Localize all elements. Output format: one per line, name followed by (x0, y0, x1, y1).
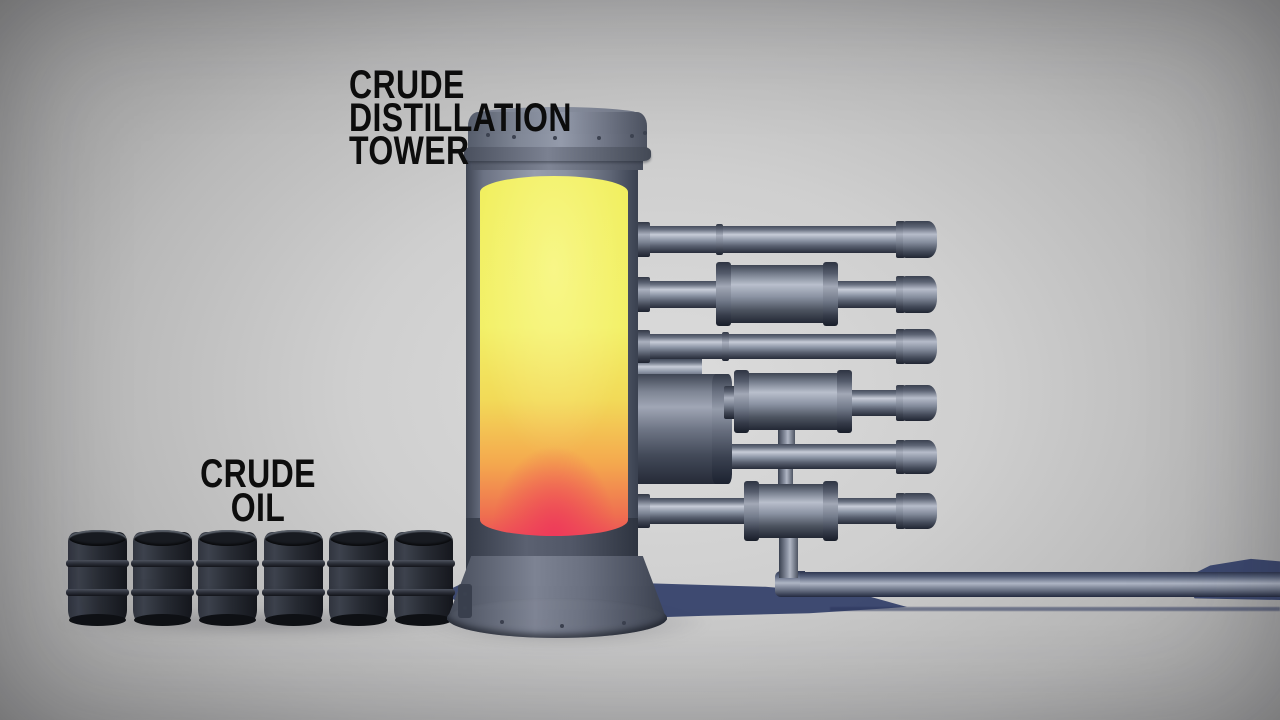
pipe-4-endcap (903, 385, 937, 421)
barrel-bottom (395, 614, 452, 626)
barrel-rib (392, 589, 455, 596)
pipe-5-cap-ring (896, 440, 905, 474)
rivet-dot (643, 131, 647, 135)
oil-barrel (66, 530, 129, 626)
rivet-dot (512, 135, 516, 139)
pipe-1-endcap (903, 221, 937, 258)
pipe-3-endcap (903, 329, 937, 364)
rivet-dot (463, 606, 467, 610)
barrel-rib (326, 589, 390, 596)
crude-oil-label: CRUDE OIL (170, 452, 346, 530)
barrel-top (395, 530, 452, 546)
barrel-rib (196, 589, 260, 596)
barrel-bottom (134, 614, 192, 626)
barrel-rib (261, 589, 325, 596)
oil-barrel (261, 530, 325, 626)
barrel-bottom (329, 614, 387, 626)
pipe-3-ring (722, 332, 729, 361)
barrel-rib (196, 560, 260, 567)
barrel-rib (66, 589, 129, 596)
pipe-4-cap-ring (896, 385, 905, 421)
barrel-top (69, 530, 126, 546)
ground-pipe-shadow-line (830, 607, 1280, 611)
barrel-rib (66, 560, 129, 567)
tower-sight-window (480, 176, 628, 536)
hx1-flange-left (716, 262, 731, 326)
rivet-dot (500, 620, 504, 624)
barrel-top (329, 530, 387, 546)
pipe-2-cap-ring (896, 276, 905, 313)
pipe-5-endcap (903, 440, 937, 474)
drop-pipe (779, 532, 798, 578)
barrel-rib (131, 589, 195, 596)
barrel-top (264, 530, 322, 546)
heat-exchanger-1 (720, 265, 836, 323)
tower-title-line2: TOWER (349, 129, 470, 173)
draw-pipe-5 (728, 444, 910, 469)
rivet-dot (463, 592, 467, 596)
rivet-dot (553, 136, 557, 140)
cap-neck (472, 158, 643, 170)
crude-oil-line1: CRUDE (200, 452, 316, 496)
pipe-6-endcap (903, 493, 937, 529)
hx2-flange-left (734, 370, 749, 433)
barrel-rib (131, 560, 195, 567)
hx1-flange-right (823, 262, 838, 326)
heat-exchanger-3 (748, 484, 834, 538)
barrel-top (199, 530, 257, 546)
draw-pipe-1 (630, 226, 910, 253)
hx2-flange-right (837, 370, 852, 433)
barrel-bottom (264, 614, 322, 626)
rivet-dot (486, 133, 490, 137)
bottoms-ground-pipe (800, 572, 1280, 597)
tower-cap-lip (464, 147, 651, 161)
oil-barrel (196, 530, 260, 626)
tower-base-ring (447, 598, 667, 638)
barrel-rib (326, 560, 390, 567)
pipe-1-ring (716, 224, 723, 255)
pipe-1-cap-ring (896, 221, 905, 258)
hx3-flange-right (823, 481, 838, 541)
barrel-bottom (199, 614, 257, 626)
barrel-rib (392, 560, 455, 567)
tower-title-line1: CRUDE DISTILLATION (349, 63, 572, 140)
rivet-dot (622, 621, 626, 625)
pipe-6-cap-ring (896, 493, 905, 529)
oil-barrel (392, 530, 455, 626)
draw-pipe-3 (630, 334, 910, 359)
tower-title-label: CRUDE DISTILLATION TOWER (349, 63, 685, 173)
barrel-rib (261, 560, 325, 567)
pipe-3-cap-ring (896, 329, 905, 364)
pipe-2-endcap (903, 276, 937, 313)
hx3-flange-left (744, 481, 759, 541)
rivet-dot (597, 136, 601, 140)
oil-barrel (131, 530, 195, 626)
rivet-dot (560, 624, 564, 628)
rivet-dot (630, 134, 634, 138)
barrel-top (134, 530, 192, 546)
crude-oil-line2: OIL (230, 486, 286, 530)
skirt-access-plate (458, 584, 472, 618)
heat-exchanger-2 (738, 373, 850, 430)
oil-barrel (326, 530, 390, 626)
tower-top-cap (468, 112, 647, 152)
pipe-4-flange (724, 386, 736, 419)
barrel-bottom (69, 614, 126, 626)
